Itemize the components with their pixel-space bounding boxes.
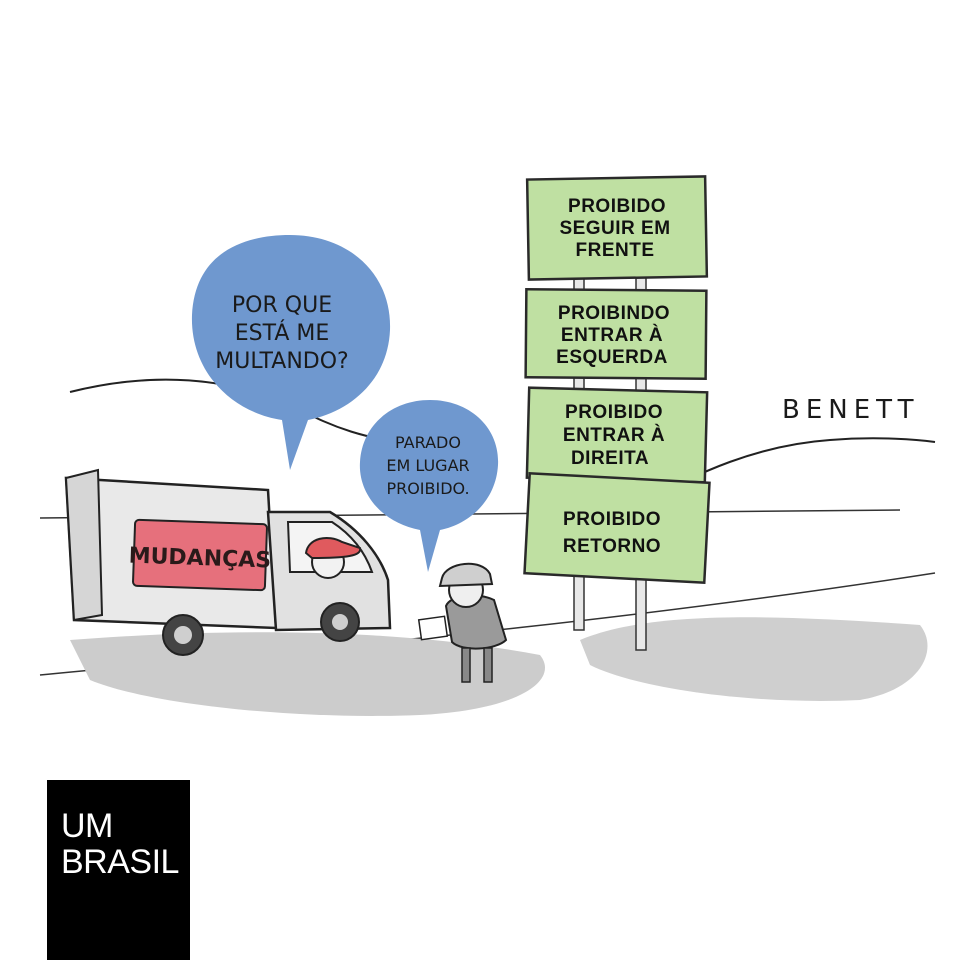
officer-leg-right [483, 647, 493, 683]
artist-signature: BENETT [782, 395, 919, 425]
bubble-line: PROIBIDO. [386, 479, 469, 498]
officer-cap [438, 562, 494, 588]
logo-line-um: UM [61, 807, 113, 845]
bubble-line: ESTÁ ME [235, 320, 330, 346]
truck-hub-front [332, 614, 348, 630]
sign-line: PROIBIDO [563, 509, 661, 530]
truck-panel [132, 518, 268, 592]
sign-line: ENTRAR À [563, 424, 665, 446]
sign-line: PROIBINDO [558, 303, 670, 324]
truck-label: MUDANÇAS [128, 544, 271, 574]
traffic-officer [417, 562, 508, 683]
bubble-line: PARADO [395, 433, 461, 452]
sign-line: FRENTE [576, 240, 655, 261]
sign-line: SEGUIR EM [559, 218, 670, 239]
signpost-shadow [580, 617, 928, 701]
bubble-line: POR QUE [232, 293, 332, 318]
sign-proibido-seguir-em-frente: PROIBIDO SEGUIR EM FRENTE [525, 175, 709, 281]
truck-cargo-front [64, 468, 104, 622]
officer-notepad [417, 615, 449, 641]
sign-line: ESQUERDA [556, 347, 668, 368]
bubble-line: EM LUGAR [386, 456, 469, 475]
sign-proibindo-entrar-a-esquerda: PROIBINDO ENTRAR À ESQUERDA [524, 287, 708, 381]
officer-leg-left [461, 647, 471, 683]
moving-truck: MUDANÇAS [64, 468, 392, 656]
logo-line-brasil: BRASIL [61, 843, 179, 881]
sign-line: PROIBIDO [565, 402, 663, 423]
sign-proibido-retorno: PROIBIDO RETORNO [523, 472, 711, 584]
truck-hub-rear [174, 626, 192, 644]
sign-line: PROIBIDO [568, 196, 666, 217]
sign-proibido-entrar-a-direita: PROIBIDO ENTRAR À DIREITA [525, 386, 709, 484]
bubble-line: MULTANDO? [215, 349, 348, 374]
sign-line: RETORNO [563, 536, 661, 557]
sign-line: DIREITA [571, 448, 649, 469]
sign-line: ENTRAR À [561, 324, 663, 346]
driver-speech-bubble: POR QUE ESTÁ ME MULTANDO? [191, 235, 391, 470]
driver-cap [304, 537, 362, 560]
um-brasil-logo: UM BRASIL [47, 780, 190, 960]
officer-speech-bubble: PARADO EM LUGAR PROIBIDO. [359, 400, 499, 572]
